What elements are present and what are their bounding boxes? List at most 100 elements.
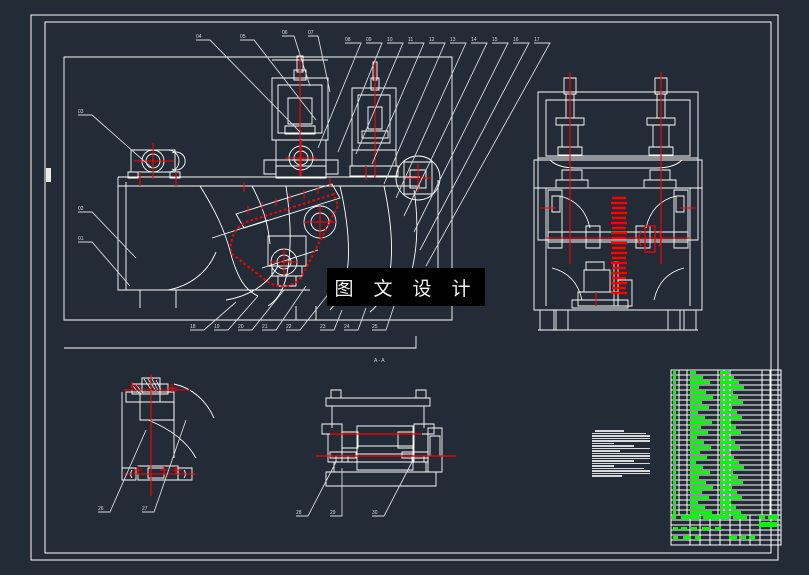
parts-row-spec	[721, 486, 732, 490]
parts-row-name	[690, 476, 699, 480]
inner-drawing-border	[44, 21, 772, 554]
parts-row-index	[672, 401, 676, 405]
parts-row-spec	[721, 476, 738, 480]
note-line	[592, 465, 614, 467]
title-cell	[715, 527, 721, 531]
parts-row-spec	[721, 471, 733, 475]
callout-19: 19	[214, 324, 220, 330]
parts-row-index	[672, 406, 676, 410]
parts-row-index	[672, 471, 676, 475]
parts-row-qty	[719, 401, 722, 405]
main-view-centerlines	[134, 56, 432, 276]
callout-23: 23	[320, 324, 326, 330]
parts-row-index	[672, 411, 676, 415]
parts-row-name	[690, 501, 698, 505]
title-block-text-cells	[671, 370, 781, 545]
parts-table-header-cell	[768, 515, 778, 519]
callout-17: 17	[534, 37, 540, 43]
parts-row-spec	[721, 436, 730, 440]
callout-04: 04	[196, 34, 202, 40]
callout-18: 18	[190, 324, 196, 330]
parts-row-spec	[721, 496, 742, 500]
parts-row-spec	[721, 466, 744, 470]
parts-row-qty	[719, 461, 722, 465]
parts-row-qty	[719, 501, 722, 505]
parts-row-name	[690, 376, 703, 380]
parts-row-qty	[719, 436, 722, 440]
parts-row-index	[672, 386, 676, 390]
spring-coil	[611, 196, 627, 295]
parts-row-qty	[719, 406, 722, 410]
parts-row-spec	[721, 456, 734, 460]
note-line	[592, 462, 651, 465]
note-line	[592, 437, 651, 440]
note-line	[592, 452, 651, 455]
parts-row-qty	[719, 446, 722, 450]
parts-row-spec	[721, 511, 741, 515]
parts-row-name	[690, 486, 713, 490]
parts-row-qty	[719, 506, 722, 510]
note-line	[592, 442, 614, 445]
parts-row-qty	[719, 386, 722, 390]
note-line	[592, 460, 635, 462]
note-line	[592, 432, 646, 435]
parts-table-header-cell	[733, 515, 747, 519]
parts-row-qty	[719, 476, 722, 480]
parts-row-index	[672, 466, 676, 470]
coupling-detail	[638, 225, 662, 253]
parts-row-qty	[719, 491, 722, 495]
parts-row-spec	[721, 506, 736, 510]
parts-row-name	[690, 371, 696, 375]
parts-row-qty	[719, 466, 722, 470]
note-line	[595, 430, 625, 432]
section-label: A - A	[374, 358, 385, 364]
callout-03: 03	[78, 109, 84, 115]
parts-row-name	[690, 496, 709, 500]
parts-row-name	[690, 426, 701, 430]
parts-row-qty	[719, 411, 722, 415]
parts-row-qty	[719, 396, 722, 400]
parts-row-name	[690, 396, 713, 400]
callout-25: 25	[372, 324, 378, 330]
parts-row-qty	[719, 486, 722, 490]
callout-26: 26	[98, 506, 104, 512]
parts-row-name	[690, 481, 706, 485]
binding-edge-tick	[46, 168, 51, 182]
parts-row-name	[690, 446, 711, 450]
callout-08: 08	[345, 37, 351, 43]
bottom-left-detail-view	[121, 377, 215, 481]
parts-row-spec	[721, 451, 729, 455]
note-line	[592, 447, 651, 450]
callout-27: 27	[142, 506, 148, 512]
parts-row-name	[690, 466, 703, 470]
front-elevation-view	[533, 77, 703, 331]
note-line	[592, 440, 651, 442]
parts-row-qty	[719, 456, 722, 460]
parts-table-header-cell	[703, 515, 721, 519]
parts-row-index	[672, 371, 676, 375]
callout-13: 13	[450, 37, 456, 43]
note-line	[592, 470, 651, 472]
parts-row-spec	[721, 501, 731, 505]
parts-row-qty	[719, 376, 722, 380]
note-line	[592, 457, 651, 460]
watermark-label: 图 文 设 计	[327, 268, 485, 306]
parts-row-index	[672, 481, 676, 485]
callout-06: 06	[282, 30, 288, 36]
parts-row-name	[690, 456, 707, 460]
bottom-callout-leaders	[190, 285, 395, 331]
parts-row-spec	[721, 416, 742, 420]
bottom-center-centerlines	[316, 433, 456, 457]
callout-28: 28	[296, 510, 302, 516]
parts-row-index	[672, 496, 676, 500]
callout-07: 07	[308, 30, 314, 36]
title-cell	[691, 527, 697, 531]
parts-row-spec	[721, 401, 743, 405]
parts-row-index	[672, 376, 676, 380]
parts-row-index	[672, 391, 676, 395]
parts-row-qty	[719, 471, 722, 475]
parts-row-spec	[721, 491, 737, 495]
parts-row-index	[672, 431, 676, 435]
